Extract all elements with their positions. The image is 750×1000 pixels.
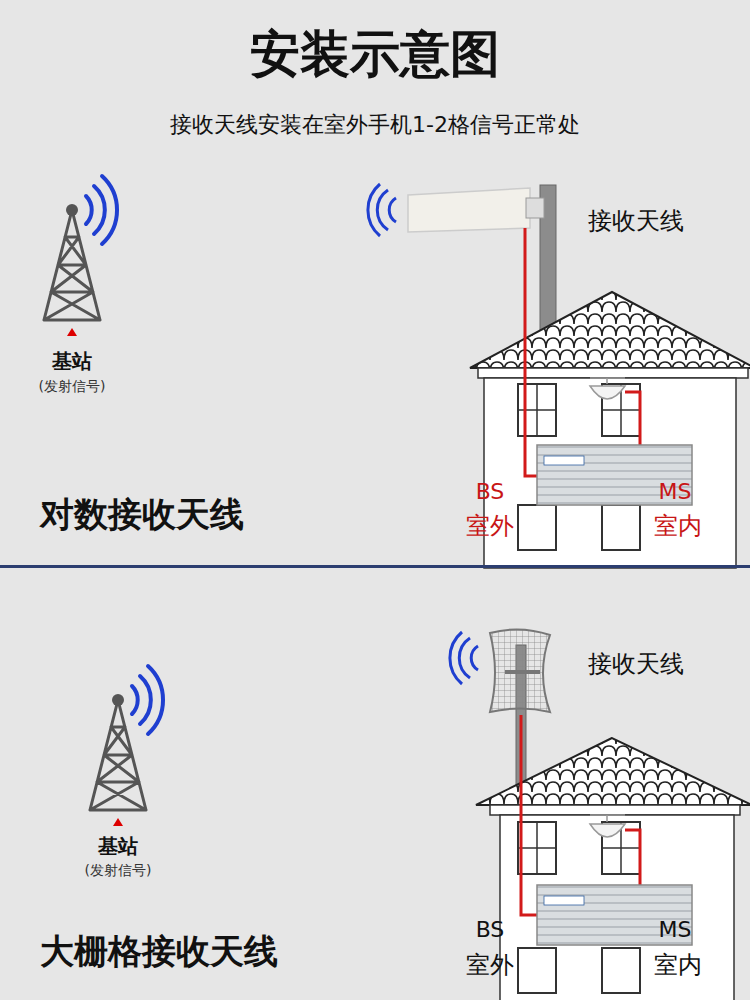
station-note: (发射信号) [85, 862, 152, 878]
port-label: MS [659, 479, 692, 504]
station-label: 基站 [52, 350, 92, 373]
page-title: 安装示意图 [250, 26, 500, 84]
subtitle: 接收天线安装在室外手机1-2格信号正常处 [170, 112, 580, 137]
port-note: 室内 [654, 513, 702, 541]
port-label: MS [659, 917, 692, 942]
station-note: (发射信号) [39, 378, 106, 394]
port-label: BS [476, 917, 505, 942]
port-note: 室外 [466, 952, 514, 980]
port-label: BS [476, 479, 505, 504]
port-note: 室外 [466, 513, 514, 541]
port-note: 室内 [654, 952, 702, 980]
antenna-type: 大栅格接收天线 [40, 932, 278, 971]
antenna-type: 对数接收天线 [40, 495, 244, 534]
antenna-label: 接收天线 [588, 208, 684, 236]
antenna-label: 接收天线 [588, 651, 684, 679]
station-label: 基站 [98, 835, 138, 858]
